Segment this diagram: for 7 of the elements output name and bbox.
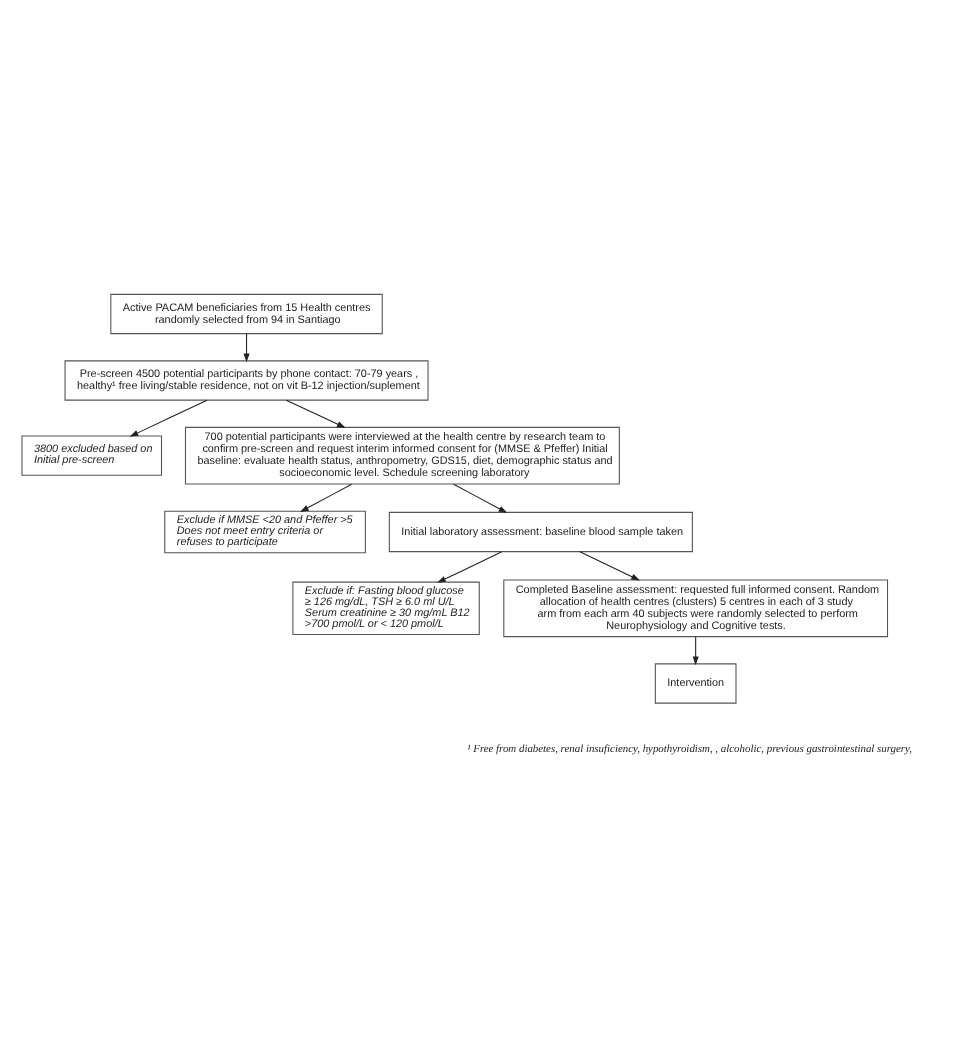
arrow <box>437 550 503 582</box>
arrow <box>579 550 640 580</box>
arrow <box>243 332 250 362</box>
arrow <box>300 482 353 512</box>
arrow <box>692 635 699 665</box>
arrow <box>285 398 346 428</box>
arrow <box>453 482 508 512</box>
